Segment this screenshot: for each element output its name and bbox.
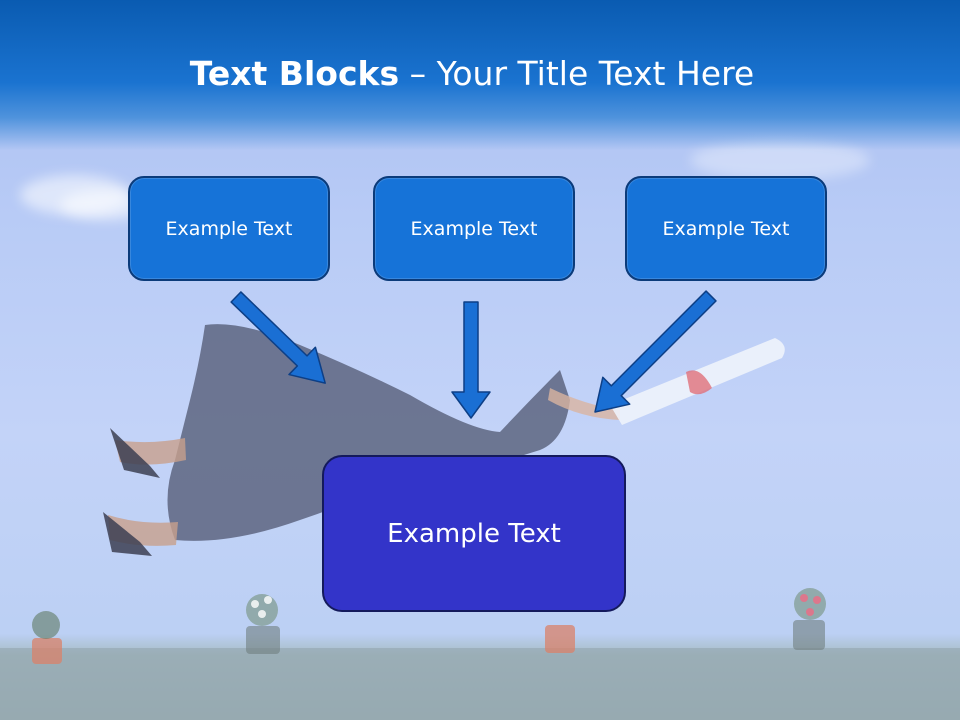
arrow-down-icon	[451, 301, 491, 419]
text-block-left[interactable]: Example Text	[128, 176, 330, 281]
text-block-main[interactable]: Example Text	[322, 455, 626, 612]
arrow-down-right-icon	[230, 291, 326, 384]
text-block-right-label: Example Text	[662, 217, 790, 240]
title-text: Your Title Text Here	[436, 54, 755, 93]
text-block-main-label: Example Text	[387, 518, 561, 549]
text-block-center-label: Example Text	[410, 217, 538, 240]
header-band	[0, 0, 960, 150]
text-block-left-label: Example Text	[165, 217, 293, 240]
title-bold: Text Blocks	[189, 54, 400, 93]
arrow-down-left-icon	[594, 290, 717, 413]
text-block-center[interactable]: Example Text	[373, 176, 575, 281]
slide-title: Text Blocks – Your Title Text Here	[0, 52, 944, 96]
text-block-right[interactable]: Example Text	[625, 176, 827, 281]
title-separator: –	[409, 54, 427, 93]
